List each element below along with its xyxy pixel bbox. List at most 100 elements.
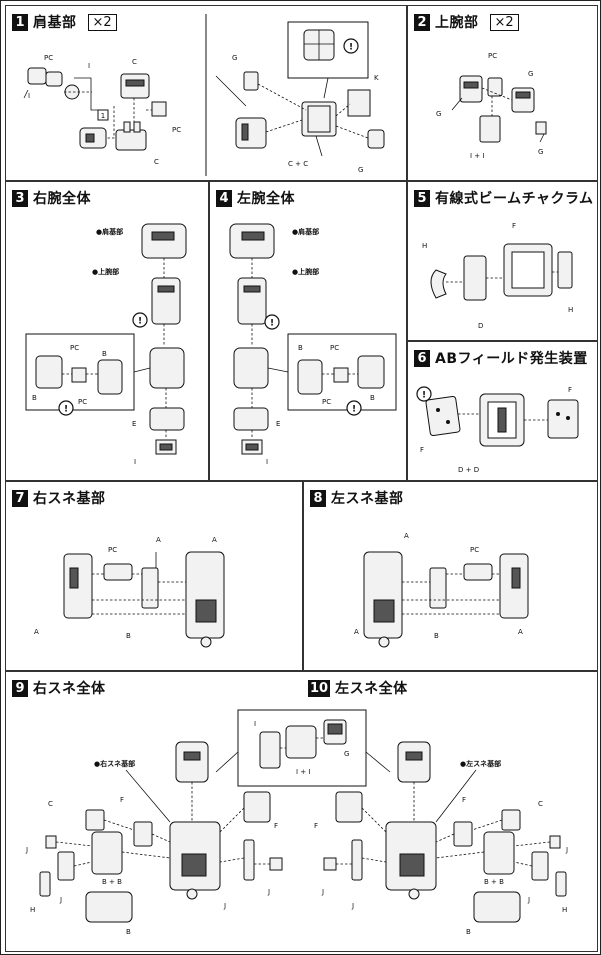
label-a5: A <box>354 628 359 636</box>
label-b15: B <box>32 394 37 402</box>
label-i13-17: I + I <box>470 152 484 160</box>
step-number: 10 <box>308 679 331 697</box>
step-1-diagram: 1 PC I I C PC C ! <box>23 14 385 176</box>
step-2-panel: 2 上腕部 ×2 PC G G I + I G <box>407 5 598 181</box>
label-pc7: PC <box>330 344 339 352</box>
label-j5: J <box>565 846 568 854</box>
label-b16: B <box>370 394 375 402</box>
step-5-diagram: F H D H <box>422 222 573 330</box>
svg-text:!: ! <box>138 317 142 327</box>
part-group-right: ! <box>215 21 385 157</box>
label-j6: J <box>25 846 28 854</box>
step-header: 5 有線式ビームチャクラム <box>414 188 594 208</box>
step-title: 左腕全体 <box>237 191 295 207</box>
label-j14: J <box>527 896 530 904</box>
label-h27: H <box>562 906 567 914</box>
caution-icon: ! <box>416 386 432 402</box>
label-g5: G <box>232 54 237 62</box>
label-c8: C <box>132 58 137 66</box>
step-8-diagram: A PC A B A <box>354 532 529 648</box>
label-g8: G <box>344 750 349 758</box>
step-3-panel: 3 右腕全体 ! ! ●肩基部 ●上腕部 PC <box>5 181 209 481</box>
label-b14: B <box>298 344 303 352</box>
step-number: 8 <box>310 489 326 507</box>
label-f4: F <box>420 446 424 454</box>
step-number: 2 <box>414 13 430 31</box>
label-i11: I <box>28 92 30 100</box>
step-number: 7 <box>12 489 28 507</box>
label-left-shin-base: ●左スネ基部 <box>460 759 501 768</box>
step-title: 右スネ基部 <box>33 491 106 507</box>
label-g8: G <box>528 70 533 78</box>
svg-text:!: ! <box>422 391 426 401</box>
label-e2: E <box>276 420 280 428</box>
label-g7: G <box>436 110 441 118</box>
label-pc7: PC <box>70 344 79 352</box>
step-7-diagram: PC A A A B <box>34 536 225 648</box>
steps-9-10-panel: 9 右スネ全体 10 左スネ全体 I G I + I <box>5 671 598 952</box>
step-number: 1 <box>12 13 28 31</box>
label-pc-k: PC <box>470 546 479 554</box>
label-c1: C <box>538 800 543 808</box>
label-f9: F <box>512 222 516 230</box>
step-number: 9 <box>12 679 28 697</box>
step-title: 有線式ビームチャクラム <box>435 191 594 207</box>
label-h27: H <box>30 906 35 914</box>
label-shoulder-base: ●肩基部 <box>96 227 123 236</box>
step-5-panel: 5 有線式ビームチャクラム F H D H <box>407 181 598 341</box>
step-title: 左スネ基部 <box>331 491 404 507</box>
step-9-header: 9 右スネ全体 <box>12 678 106 698</box>
step-title: 上腕部 <box>435 15 479 31</box>
svg-text:1: 1 <box>101 112 105 120</box>
step-6-panel: 6 ABフィールド発生装置 ! F F D + D <box>407 341 598 481</box>
step-header: 8 左スネ基部 <box>310 488 404 508</box>
label-c10-12: C + C <box>288 160 308 168</box>
label-f11: F <box>274 822 278 830</box>
step-title: 左スネ全体 <box>335 681 408 697</box>
label-e2: E <box>132 420 136 428</box>
label-c7: C <box>154 158 159 166</box>
label-a5: A <box>34 628 39 636</box>
label-i29: I <box>254 720 256 728</box>
label-c1: C <box>48 800 53 808</box>
label-b9-11: B + B <box>484 878 504 886</box>
label-j13: J <box>59 896 62 904</box>
label-pc6: PC <box>322 398 331 406</box>
step-title: ABフィールド発生装置 <box>435 351 588 367</box>
step-header: 1 肩基部 ×2 <box>12 12 117 32</box>
step-header: 7 右スネ基部 <box>12 488 106 508</box>
caution-icon: ! <box>343 38 359 54</box>
label-g6: G <box>358 166 363 174</box>
steps-9-10-diagram: I G I + I ●右スネ基部 C F J <box>25 709 568 936</box>
caution-icon: ! <box>132 312 148 328</box>
svg-text:!: ! <box>352 405 356 415</box>
step-number: 3 <box>12 189 28 207</box>
step-2-diagram: PC G G I + I G <box>436 52 547 160</box>
step-title: 肩基部 <box>33 15 77 31</box>
label-pc-e: PC <box>488 52 497 60</box>
quantity-badge: ×2 <box>87 13 117 31</box>
label-b2: B <box>434 632 439 640</box>
label-pc6: PC <box>78 398 87 406</box>
step-number: 5 <box>414 189 430 207</box>
label-h22: H <box>568 306 573 314</box>
label-k7: K <box>374 74 379 82</box>
label-upper-arm: ●上腕部 <box>92 267 119 276</box>
label-right-shin-base: ●右スネ基部 <box>94 759 135 768</box>
label-upper-arm: ●上腕部 <box>292 267 319 276</box>
step-number: 4 <box>216 189 232 207</box>
label-i22: I <box>134 458 136 466</box>
label-i22: I <box>266 458 268 466</box>
label-j8: J <box>321 888 324 896</box>
caution-icon: ! <box>346 400 362 416</box>
label-d4-d5: D + D <box>458 466 479 474</box>
step-number: 6 <box>414 349 430 367</box>
step-title: 右スネ全体 <box>33 681 106 697</box>
label-f10: F <box>314 822 318 830</box>
svg-text:!: ! <box>349 43 353 53</box>
label-shoulder-base: ●肩基部 <box>292 227 319 236</box>
label-i13: I <box>88 62 90 70</box>
label-d3: D <box>478 322 483 330</box>
svg-text:!: ! <box>270 319 274 329</box>
